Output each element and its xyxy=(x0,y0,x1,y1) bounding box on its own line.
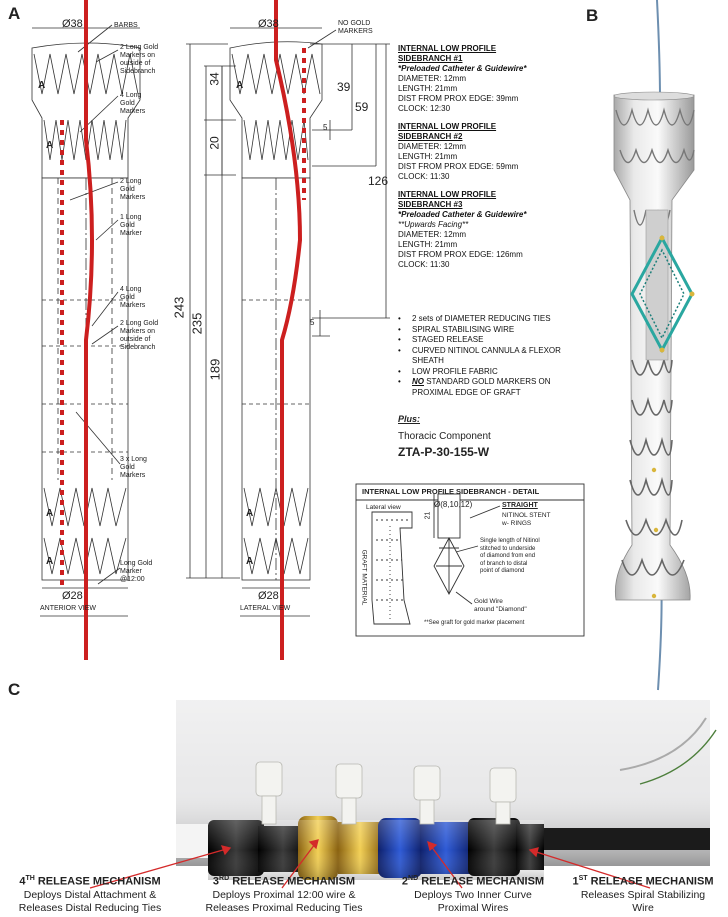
leader-markers-4 xyxy=(95,219,119,241)
plus-label: Plus: xyxy=(398,414,421,424)
lateral-stent-2 xyxy=(243,119,309,161)
feature-item: STAGED RELEASE xyxy=(398,335,592,346)
detail-graft-material: GRAFT MATERIAL xyxy=(360,549,368,606)
sidebranch-1-spec: INTERNAL LOW PROFILE SIDEBRANCH #1 *Prel… xyxy=(398,44,527,113)
detail-diameter: Ø(8,10,12) xyxy=(434,500,473,509)
stent-label-a-3: A xyxy=(46,508,54,519)
feature-item: NO STANDARD GOLD MARKERS ON PROXIMAL EDG… xyxy=(398,377,592,398)
detail-title: INTERNAL LOW PROFILE SIDEBRANCH - DETAIL xyxy=(362,487,540,496)
release-mechanism-2: 2ND RELEASE MECHANISM Deploys Two Inner … xyxy=(401,875,545,914)
handle-proximal-sheath xyxy=(534,828,710,850)
sidebranch-2-spec: INTERNAL LOW PROFILE SIDEBRANCH #2 DIAME… xyxy=(398,122,519,181)
dim-20: 20 xyxy=(207,136,222,150)
sidebranch-3-spec: INTERNAL LOW PROFILE SIDEBRANCH #3 *Prel… xyxy=(398,190,527,269)
dim-126: 126 xyxy=(368,174,389,188)
lateral-stent-label-2: A xyxy=(246,508,254,519)
detail-see-graft: **See graft for gold marker placement xyxy=(424,620,525,626)
panel-label-a: A xyxy=(8,4,21,23)
feature-item: SPIRAL STABILISING WIRE xyxy=(398,325,592,336)
dim-39: 39 xyxy=(337,80,351,94)
leader-markers-3 xyxy=(69,181,119,201)
stent-graft-render xyxy=(613,0,695,691)
anterior-diameter-bottom: Ø28 xyxy=(62,590,83,602)
release-mechanism-1: 1ST RELEASE MECHANISM Releases Spiral St… xyxy=(572,875,714,914)
detail-lateral-view: Lateral view xyxy=(366,504,401,511)
release-mechanism-3: 3RD RELEASE MECHANISM Deploys Proximal 1… xyxy=(205,875,363,914)
release-handle-photo xyxy=(89,700,717,889)
anterior-view-title: ANTERIOR VIEW xyxy=(40,605,97,612)
leader-markers-7 xyxy=(75,411,121,465)
dim-5-lower: 5 xyxy=(310,318,315,327)
dim-34: 34 xyxy=(207,72,222,86)
lateral-stent-label-1: A xyxy=(236,80,244,91)
leader-markers-6 xyxy=(91,325,119,345)
leader-barbs xyxy=(77,24,113,53)
panel-label-b: B xyxy=(586,6,599,25)
lateral-guidewire xyxy=(274,0,303,660)
lateral-view-title: LATERAL VIEW xyxy=(240,605,291,612)
feature-no-emphasis: NO xyxy=(412,377,424,386)
white-luer-ports xyxy=(255,761,517,825)
anterior-guidewire xyxy=(84,0,94,660)
barbs-label: BARBS xyxy=(114,22,138,29)
dim-189: 189 xyxy=(207,358,223,381)
release-arrows xyxy=(89,839,651,889)
leader-markers-5 xyxy=(91,291,119,327)
leader-markers-8 xyxy=(97,567,121,585)
dim-235: 235 xyxy=(189,312,205,335)
lateral-diameter-top: Ø38 xyxy=(258,18,279,30)
panel-label-c: C xyxy=(8,680,21,699)
feature-item: CURVED NITINOL CANNULA & FLEXOR SHEATH xyxy=(398,346,592,367)
feature-item: 2 sets of DIAMETER REDUCING TIES xyxy=(398,314,592,325)
thoracic-component-label: Thoracic Component xyxy=(398,431,491,442)
leader-markers-1 xyxy=(95,49,119,63)
lateral-stent-label-3: A xyxy=(246,556,254,567)
feature-list: 2 sets of DIAMETER REDUCING TIES SPIRAL … xyxy=(398,314,592,398)
anterior-diameter-top: Ø38 xyxy=(62,18,83,30)
lateral-stent-1 xyxy=(231,53,321,95)
stent-label-a-1: A xyxy=(38,80,46,91)
dim-243: 243 xyxy=(171,296,187,319)
detail-straight: STRAIGHT xyxy=(502,502,538,509)
feature-item: LOW PROFILE FABRIC xyxy=(398,367,592,378)
release-mechanism-4: 4TH RELEASE MECHANISM Deploys Distal Att… xyxy=(18,875,162,914)
stent-label-a-2: A xyxy=(46,140,54,151)
stent-label-a-4: A xyxy=(46,556,54,567)
panel-b-inner-branch xyxy=(645,209,669,361)
dim-59: 59 xyxy=(355,100,369,114)
detail-length: 21 xyxy=(424,511,432,520)
sidebranch-detail-box xyxy=(355,483,585,637)
panel-b-diamond-2 xyxy=(639,248,685,340)
anterior-stent-2 xyxy=(43,119,127,161)
dim-5-upper: 5 xyxy=(323,123,328,132)
lateral-diameter-bottom: Ø28 xyxy=(258,590,279,602)
thoracic-component-code: ZTA-P-30-155-W xyxy=(398,445,490,459)
